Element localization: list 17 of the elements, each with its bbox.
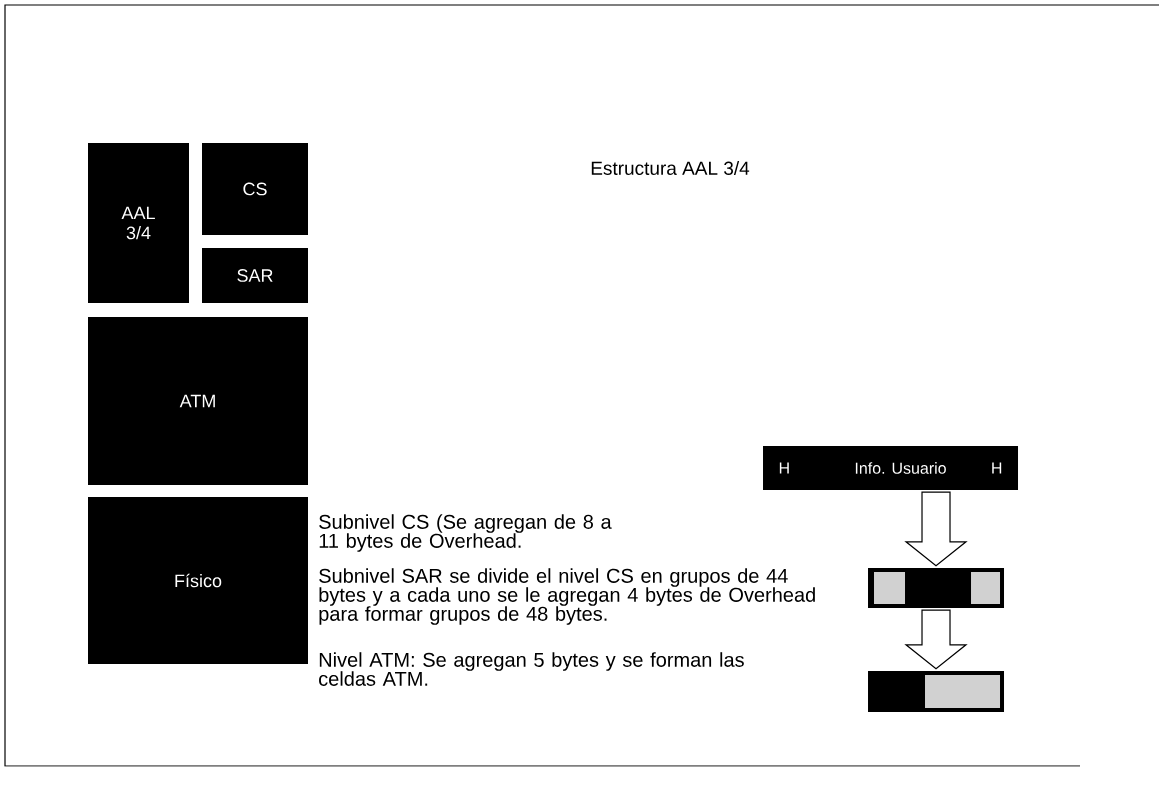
block-arrow xyxy=(904,609,968,670)
bar-text: H xyxy=(779,462,789,474)
packet-bar xyxy=(868,671,1004,712)
layer-box: Físico xyxy=(88,497,308,664)
bar-text: H xyxy=(992,462,1002,474)
layer-box: SAR xyxy=(202,248,308,303)
packet-bar xyxy=(763,446,1018,490)
description-text: Subnivel CS (Se agregan de 8 a 11 bytes de Overhead. xyxy=(319,514,612,552)
block-arrow xyxy=(904,491,968,567)
bar-text: Info. Usuario xyxy=(855,462,946,474)
description-text: Nivel ATM: Se agregan 5 bytes y se forman las celdas ATM. xyxy=(319,652,744,686)
layer-box: CS xyxy=(202,143,308,235)
layer-box: AAL 3/4 xyxy=(88,143,189,303)
title: Estructura AAL 3/4 xyxy=(591,161,750,175)
packet-bar xyxy=(868,568,1004,608)
layer-box: ATM xyxy=(88,317,308,485)
description-text: Subnivel SAR se divide el nivel CS en grupos de 44 bytes y a cada uno se le agregan 4 bytes de Overhead para formar grupos de 48 bytes. xyxy=(319,568,815,625)
